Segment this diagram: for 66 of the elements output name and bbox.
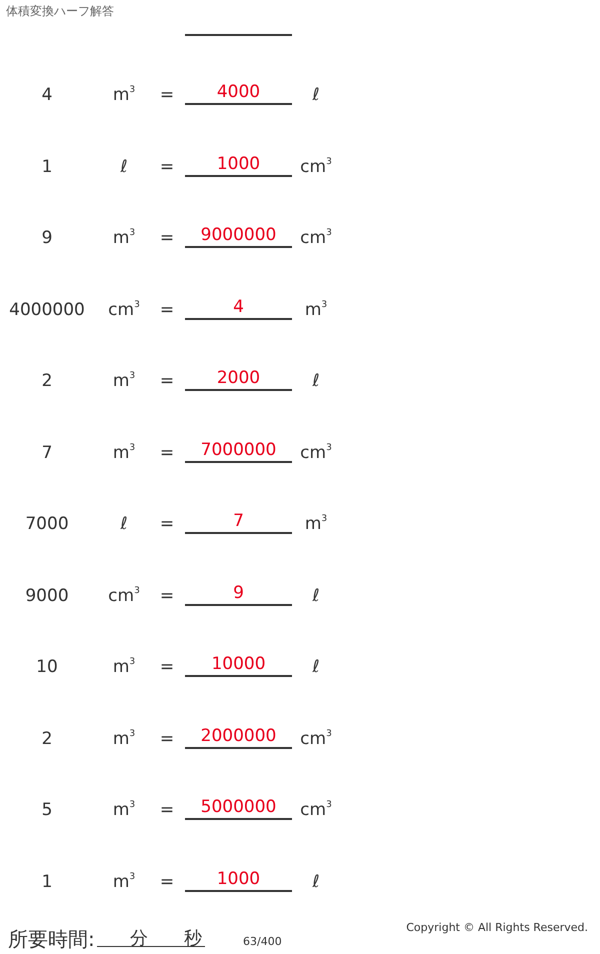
unit-label: ℓ	[312, 371, 320, 391]
equals-sign: =	[160, 657, 174, 677]
unit-label: m$^{3}$	[112, 728, 136, 748]
copyright-notice: Copyright © All Rights Reserved.	[406, 921, 588, 934]
quantity: 7	[42, 442, 52, 462]
quantity: 9000	[25, 586, 69, 606]
equals-sign: =	[160, 872, 174, 892]
answer-field: 4000	[185, 81, 292, 105]
equals-sign: =	[160, 300, 174, 320]
answer-field: 4	[185, 296, 292, 320]
quantity: 9	[42, 228, 52, 248]
unit-label: ℓ	[312, 657, 320, 677]
answer-field: 5000000	[185, 796, 292, 820]
quantity: 10	[36, 657, 58, 677]
unit-label: ℓ	[120, 514, 128, 534]
quantity: 1	[42, 156, 52, 176]
answer-field: 7	[185, 510, 292, 534]
answer-field: 1000	[185, 152, 292, 176]
answer-field: 9000000	[185, 224, 292, 248]
answer-field: 9	[185, 582, 292, 606]
unit-label: ℓ	[120, 156, 128, 176]
equals-sign: =	[160, 228, 174, 248]
answer-field: 2000000	[185, 724, 292, 748]
worksheet-title: 体積変換ハーフ解答	[6, 3, 114, 20]
unit-label: m$^{3}$	[112, 872, 136, 892]
seconds-label: 秒	[184, 927, 202, 950]
page-number: 63/400	[243, 935, 282, 948]
answer-field: 2000	[185, 367, 292, 391]
unit-label: m$^{3}$	[112, 800, 136, 820]
equals-sign: =	[160, 728, 174, 748]
unit-label: cm$^{3}$	[108, 300, 140, 320]
quantity: 7000	[25, 514, 69, 534]
quantity: 4000000	[9, 300, 85, 320]
equals-sign: =	[160, 800, 174, 820]
time-label: 所要時間:	[8, 926, 95, 953]
quantity: 1	[42, 872, 52, 892]
unit-label: cm$^{3}$	[108, 586, 140, 606]
quantity: 4	[42, 85, 52, 105]
equals-sign: =	[160, 442, 174, 462]
unit-label: cm$^{3}$	[300, 442, 332, 462]
unit-label: cm$^{3}$	[300, 228, 332, 248]
unit-label: ℓ	[312, 586, 320, 606]
equals-sign: =	[160, 156, 174, 176]
equals-sign: =	[160, 371, 174, 391]
minutes-label: 分	[130, 927, 148, 950]
unit-label: cm$^{3}$	[300, 728, 332, 748]
unit-label: cm$^{3}$	[300, 800, 332, 820]
unit-label: m$^{3}$	[112, 228, 136, 248]
equals-sign: =	[160, 586, 174, 606]
quantity: 5	[42, 800, 52, 820]
unit-label: m$^{3}$	[112, 371, 136, 391]
quantity: 2	[42, 728, 52, 748]
unit-label: m$^{3}$	[112, 657, 136, 677]
unit-label: m$^{3}$	[304, 300, 328, 320]
unit-label: ℓ	[312, 85, 320, 105]
unit-label: ℓ	[312, 872, 320, 892]
unit-label: cm$^{3}$	[300, 156, 332, 176]
answer-field: 1000	[185, 868, 292, 892]
answer-field: 7000000	[185, 438, 292, 462]
equals-sign: =	[160, 514, 174, 534]
quantity: 2	[42, 371, 52, 391]
unit-label: m$^{3}$	[112, 442, 136, 462]
unit-label: m$^{3}$	[112, 85, 136, 105]
unit-label: m$^{3}$	[304, 514, 328, 534]
equals-sign: =	[160, 85, 174, 105]
answer-field: 10000	[185, 653, 292, 677]
